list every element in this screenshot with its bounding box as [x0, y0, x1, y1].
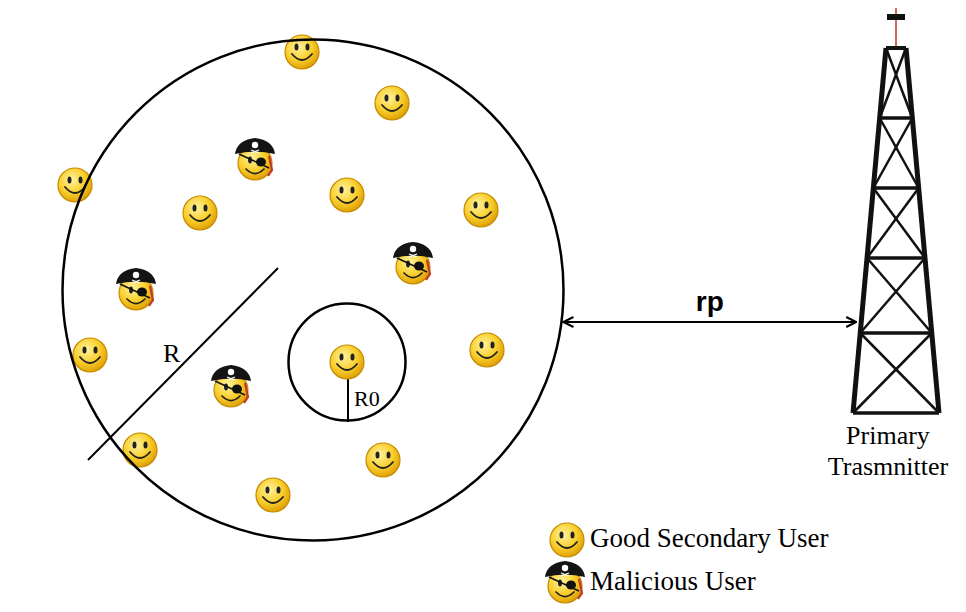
good-user-icon [550, 523, 584, 557]
good-user-icon [183, 196, 217, 230]
coverage-circle: R R0 [61, 38, 565, 542]
radius-line [347, 379, 349, 422]
edge-label: rp [693, 286, 727, 318]
primary-transmitter: Primary Trasmnitter [815, 8, 961, 508]
good-user-icon [330, 345, 364, 379]
good-user-icon [330, 178, 364, 212]
node-caption: Primary Trasmnitter [815, 420, 961, 482]
radius-label: R [163, 338, 180, 369]
distance-arrow [563, 321, 856, 323]
malicious-user-icon [545, 561, 585, 603]
circle-outline [61, 38, 565, 542]
good-user-icon [123, 433, 157, 467]
good-user-icon [73, 338, 107, 372]
malicious-user-icon [393, 242, 433, 284]
radius-label: R0 [354, 386, 380, 412]
malicious-user-icon [235, 138, 275, 180]
sensing-circle: R0 [287, 302, 407, 422]
good-user-icon [366, 443, 400, 477]
malicious-user-icon [116, 268, 156, 310]
legend-text: Malicious User [590, 566, 756, 597]
radius-line [88, 268, 278, 460]
good-user-icon [256, 478, 290, 512]
good-user-icon [464, 193, 498, 227]
malicious-user-icon [211, 365, 251, 407]
circle-outline [287, 302, 407, 422]
good-user-icon [375, 86, 409, 120]
legend-text: Good Secondary User [590, 523, 828, 554]
good-user-icon [470, 333, 504, 367]
